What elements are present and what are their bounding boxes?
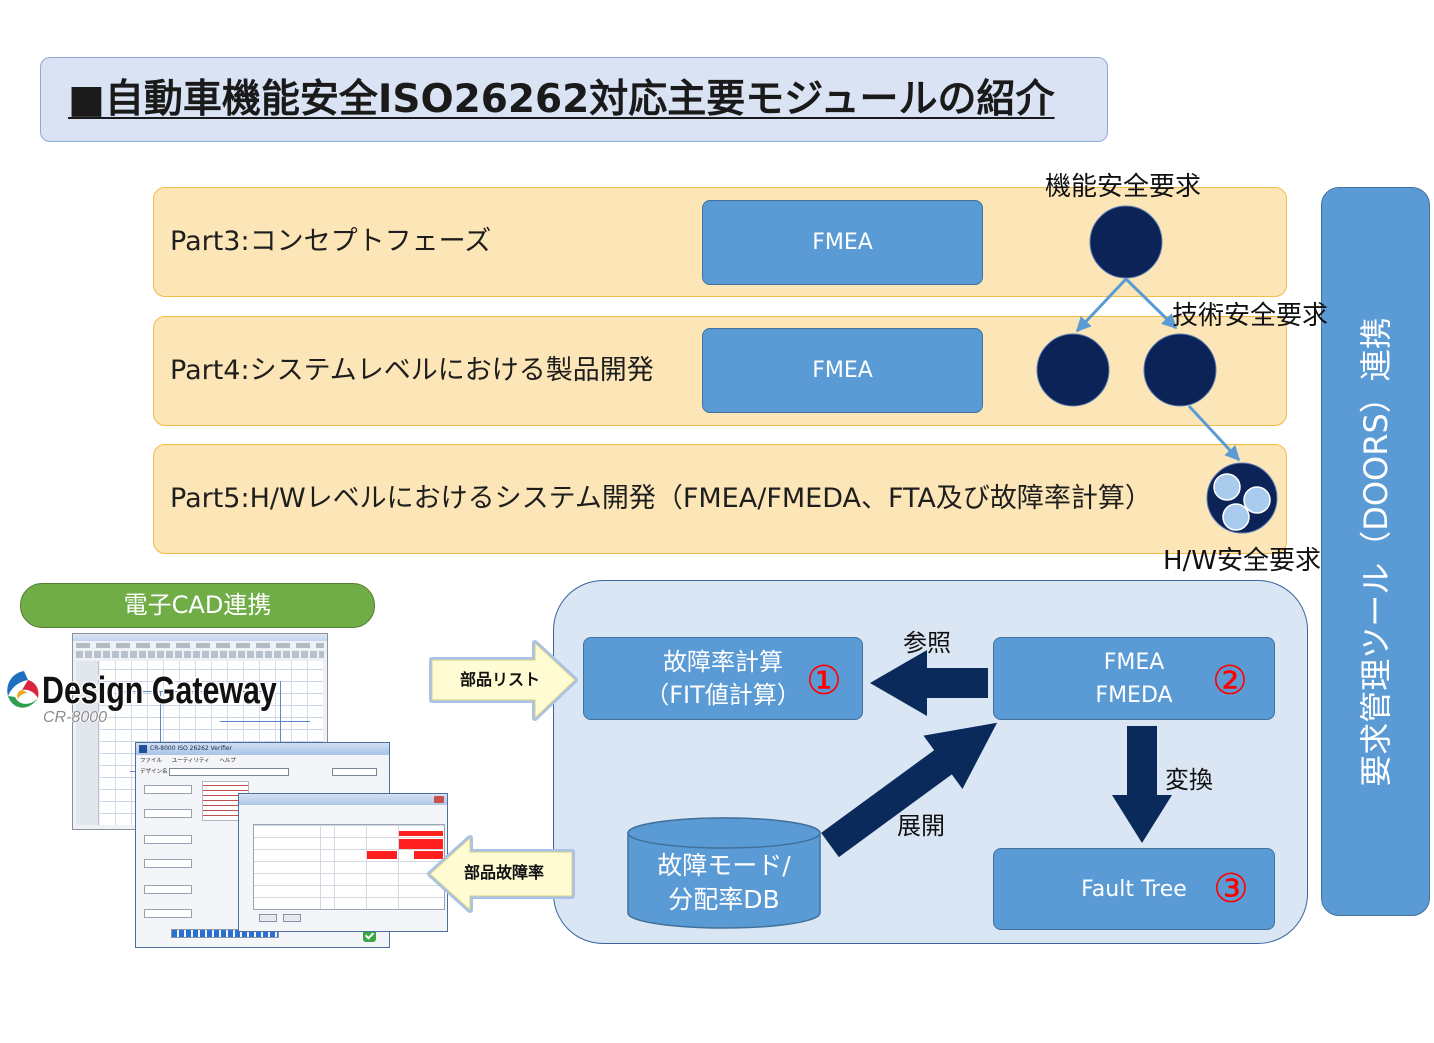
- design-gateway-logo-icon: [7, 671, 39, 708]
- expansion-arrow: [821, 722, 998, 858]
- hybrid-select: [332, 768, 377, 776]
- check-icon: [363, 929, 376, 942]
- phase-label: Part4:システムレベルにおける製品開発: [170, 355, 654, 386]
- fmea-box-part4: FMEA: [702, 328, 983, 413]
- fit-calculation-subtitle: （FIT値計算）: [645, 680, 801, 709]
- highlight-cell: [399, 839, 443, 849]
- window-menubar: ファイル ユーティリティ ヘルプ: [140, 757, 244, 765]
- tree-arrow: [1124, 277, 1178, 330]
- tree-arrow: [1187, 404, 1241, 462]
- database-label-line1: 故障モード/: [657, 851, 791, 880]
- functional-safety-requirement-node: [1089, 205, 1163, 279]
- fmea-fmeda-box: FMEA FMEDA: [993, 637, 1275, 720]
- design-name-input: [169, 768, 289, 776]
- parts-list-arrow: [431, 642, 576, 719]
- database-cylinder-top: [627, 817, 821, 849]
- phase-row-part5: Part5:H/Wレベルにおけるシステム開発（FMEA/FMEDA、FTA及び故…: [153, 444, 1287, 554]
- workflow-step: [144, 859, 192, 868]
- reference-label: 参照: [903, 629, 951, 657]
- fmeda-label: FMEDA: [1095, 682, 1173, 708]
- schematic-trace: [220, 721, 310, 722]
- progress-bar: [171, 929, 279, 938]
- fmea-label: FMEA: [1103, 649, 1165, 675]
- requirements-tool-bar: 要求管理ツール（DOORS）連携: [1321, 187, 1430, 916]
- workflow-step: [144, 909, 192, 918]
- design-gateway-logo-text: Design Gateway: [42, 670, 277, 712]
- phase-label: Part3:コンセプトフェーズ: [170, 226, 492, 257]
- hw-requirement-subnode: [1243, 486, 1271, 514]
- technical-safety-requirement-node: [1143, 333, 1217, 407]
- schematic-trace: [120, 691, 270, 692]
- hw-requirement-subnode: [1213, 473, 1241, 501]
- window-titlebar: [73, 634, 327, 641]
- parts-list-label: 部品リスト: [460, 670, 541, 689]
- title-box: ■自動車機能安全ISO26262対応主要モジュールの紹介: [40, 57, 1108, 142]
- cad-integration-badge: 電子CAD連携: [20, 583, 375, 628]
- window-side-panel: [76, 661, 99, 825]
- database-label-line2: 分配率DB: [668, 885, 780, 914]
- fmea-box-part3: FMEA: [702, 200, 983, 285]
- module-number-3: ③: [1213, 866, 1249, 912]
- workflow-step: [144, 835, 192, 844]
- window-menubar: [76, 643, 324, 648]
- fault-tree-box: Fault Tree: [993, 848, 1275, 930]
- failure-rate-table: [253, 824, 445, 910]
- schematic-trace: [280, 681, 281, 801]
- menu-item-file: ファイル: [140, 758, 163, 764]
- menu-item-utility: ユーティリティ: [171, 758, 210, 764]
- fault-tree-label: Fault Tree: [1081, 876, 1187, 902]
- fmea-label: FMEA: [812, 358, 873, 383]
- app-icon: [139, 745, 147, 753]
- highlight-cell: [399, 831, 443, 836]
- window-titlebar: [239, 794, 447, 805]
- workflow-step: [144, 809, 192, 818]
- hw-requirement-subnode: [1222, 503, 1250, 531]
- hw-safety-requirement-label: H/W安全要求: [1163, 546, 1322, 576]
- conversion-label: 変換: [1165, 766, 1213, 794]
- functional-safety-requirement-label: 機能安全要求: [1045, 172, 1202, 202]
- part-failure-rate-arrow: [429, 837, 573, 911]
- window-title: CR-8000 ISO 26262 Verifier: [150, 745, 233, 752]
- dialog-button: [283, 914, 301, 922]
- module-number-1: ①: [806, 658, 842, 704]
- phase-label: Part5:H/Wレベルにおけるシステム開発（FMEA/FMEDA、FTA及び故…: [170, 483, 1152, 514]
- technical-safety-requirement-label: 技術安全要求: [1172, 301, 1329, 331]
- tree-arrow: [1075, 277, 1128, 333]
- expansion-label: 展開: [897, 812, 945, 840]
- fmea-label: FMEA: [812, 230, 873, 255]
- schematic-trace: [160, 691, 161, 781]
- window-toolbar: [76, 651, 324, 658]
- dialog-button: [259, 914, 277, 922]
- technical-safety-requirement-node: [1036, 333, 1110, 407]
- workflow-step: [144, 785, 192, 794]
- menu-item-help: ヘルプ: [219, 758, 236, 764]
- module-number-2: ②: [1212, 658, 1248, 704]
- reference-arrow: [870, 650, 988, 716]
- design-gateway-logo-subtitle: CR-8000: [43, 709, 108, 726]
- fit-calculation-box: 故障率計算 （FIT値計算）: [583, 637, 863, 720]
- workflow-step: [144, 885, 192, 894]
- page-title: ■自動車機能安全ISO26262対応主要モジュールの紹介: [68, 77, 1055, 122]
- design-name-label: デザイン名: [140, 769, 168, 775]
- highlight-cell: [414, 851, 443, 859]
- failure-rate-table-screenshot: [238, 793, 448, 932]
- conversion-arrow: [1112, 726, 1172, 843]
- fit-calculation-title: 故障率計算: [663, 647, 783, 676]
- window-titlebar: CR-8000 ISO 26262 Verifier: [136, 743, 389, 755]
- part-failure-rate-label: 部品故障率: [464, 863, 545, 882]
- highlight-cell: [367, 851, 397, 859]
- close-icon: [434, 796, 444, 803]
